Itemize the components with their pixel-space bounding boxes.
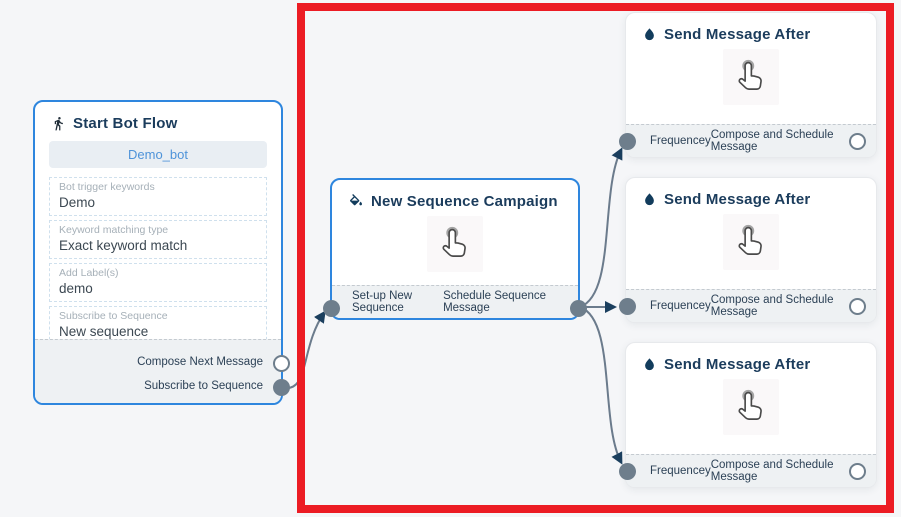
water-drop-icon <box>642 357 657 372</box>
edge-campaign-to-send-1 <box>579 147 623 308</box>
output-label-subscribe-to-sequence: Subscribe to Sequence <box>144 380 263 392</box>
node-title: Send Message After <box>664 191 811 208</box>
port-frequencey[interactable] <box>619 133 636 150</box>
field-add-labels[interactable]: Add Label(s) demo <box>49 263 267 302</box>
field-list: Bot trigger keywords Demo Keyword matchi… <box>49 177 267 345</box>
field-label: Keyword matching type <box>59 224 169 236</box>
node-title: Send Message After <box>664 356 811 373</box>
node-footer: Frequencey Compose and Schedule Message <box>626 289 876 322</box>
tap-hand-icon <box>729 218 773 267</box>
node-title: Send Message After <box>664 26 811 43</box>
field-value: Exact keyword match <box>59 238 188 253</box>
field-value: Demo <box>59 195 96 210</box>
port-subscribe-to-sequence[interactable] <box>273 379 290 396</box>
paint-bucket-icon <box>348 193 364 210</box>
node-footer: Frequencey Compose and Schedule Message <box>626 124 876 157</box>
output-label-compose-and-schedule: Compose and Schedule Message <box>710 129 834 153</box>
port-setup-new-sequence[interactable] <box>323 300 340 317</box>
node-header: Send Message After <box>626 343 876 373</box>
tap-hand-icon <box>729 53 773 102</box>
field-value: demo <box>59 281 93 296</box>
input-label-frequencey: Frequencey <box>650 465 711 477</box>
port-schedule-sequence-message[interactable] <box>570 300 587 317</box>
node-body-click-area[interactable] <box>723 379 779 435</box>
node-body-click-area[interactable] <box>723 49 779 105</box>
node-title: New Sequence Campaign <box>371 193 558 210</box>
node-title: Start Bot Flow <box>73 115 178 132</box>
edge-start-to-campaign <box>282 310 326 390</box>
node-new-sequence-campaign[interactable]: New Sequence Campaign Set-up New Sequenc… <box>323 178 587 320</box>
port-compose-and-schedule-message[interactable] <box>849 297 866 315</box>
node-send-message-after-3[interactable]: Send Message After Frequencey Compose an… <box>619 342 877 488</box>
port-label-setup-new-sequence: Set-up New Sequence <box>352 290 413 314</box>
output-label-compose-next-message: Compose Next Message <box>137 356 263 368</box>
field-keyword-matching-type[interactable]: Keyword matching type Exact keyword matc… <box>49 220 267 259</box>
node-header: Send Message After <box>626 13 876 43</box>
field-value: New sequence <box>59 324 149 339</box>
field-label: Bot trigger keywords <box>59 181 155 193</box>
node-start-bot-flow[interactable]: Start Bot Flow Demo_bot Bot trigger keyw… <box>33 100 290 405</box>
node-send-message-after-2[interactable]: Send Message After Frequencey Compose an… <box>619 177 877 323</box>
node-body-click-area[interactable] <box>723 214 779 270</box>
port-compose-and-schedule-message[interactable] <box>849 462 866 480</box>
port-compose-next-message[interactable] <box>273 355 290 372</box>
node-header: New Sequence Campaign <box>332 180 578 210</box>
input-label-frequencey: Frequencey <box>650 135 711 147</box>
bot-name-button[interactable]: Demo_bot <box>49 141 267 168</box>
node-header: Start Bot Flow <box>35 102 281 132</box>
output-label-compose-and-schedule: Compose and Schedule Message <box>710 459 834 483</box>
node-send-message-after-1[interactable]: Send Message After Frequencey Compose an… <box>619 12 877 158</box>
water-drop-icon <box>642 27 657 42</box>
node-header: Send Message After <box>626 178 876 208</box>
field-label: Add Label(s) <box>59 267 119 279</box>
edge-campaign-to-send-3 <box>579 306 623 465</box>
port-label-schedule-sequence-message: Schedule Sequence Message <box>443 290 547 314</box>
tap-hand-icon <box>729 383 773 432</box>
field-subscribe-to-sequence[interactable]: Subscribe to Sequence New sequence <box>49 306 267 345</box>
output-label-compose-and-schedule: Compose and Schedule Message <box>710 294 834 318</box>
port-compose-and-schedule-message[interactable] <box>849 132 866 150</box>
node-footer: Set-up New Sequence Schedule Sequence Me… <box>332 285 578 318</box>
port-frequencey[interactable] <box>619 298 636 315</box>
port-frequencey[interactable] <box>619 463 636 480</box>
tap-hand-icon <box>433 220 477 269</box>
input-label-frequencey: Frequencey <box>650 300 711 312</box>
node-footer: Frequencey Compose and Schedule Message <box>626 454 876 487</box>
walking-person-icon <box>51 116 66 131</box>
node-body-click-area[interactable] <box>427 216 483 272</box>
water-drop-icon <box>642 192 657 207</box>
field-label: Subscribe to Sequence <box>59 310 168 322</box>
node-footer: Compose Next Message Subscribe to Sequen… <box>35 339 281 403</box>
field-bot-trigger-keywords[interactable]: Bot trigger keywords Demo <box>49 177 267 216</box>
